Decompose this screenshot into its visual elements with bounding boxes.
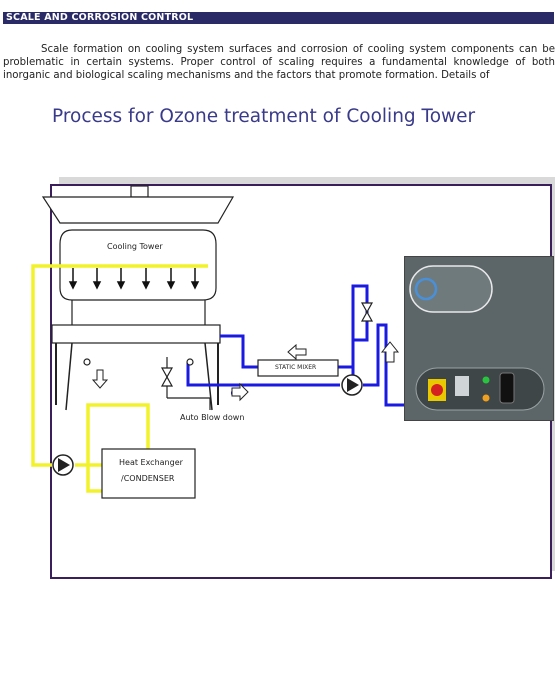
circulation-pump-icon [341, 374, 363, 396]
spray-arrows [68, 268, 200, 290]
alarm-lamp-icon [482, 394, 490, 402]
intro-text: Scale formation on cooling system surfac… [3, 43, 555, 82]
right-flow-arrow-icon [231, 382, 249, 402]
intro-paragraph: Scale formation on cooling system surfac… [3, 44, 555, 81]
auto-blow-down-label: Auto Blow down [180, 413, 245, 422]
tower-basin [51, 324, 221, 344]
tower-hood [41, 196, 235, 224]
heat-exchanger-label: Heat Exchanger [119, 458, 183, 467]
up-flow-arrow-icon [380, 341, 400, 363]
stop-button-icon [431, 384, 443, 396]
blow-down-valve-icon [160, 367, 174, 387]
diagram-title: Process for Ozone treatment of Cooling T… [52, 106, 476, 127]
mode-switch[interactable] [455, 376, 469, 396]
ozone-generator-details [409, 265, 545, 411]
cooling-tower [41, 185, 235, 411]
main-switch[interactable] [499, 372, 515, 404]
left-flow-arrow-icon [287, 343, 307, 361]
ozone-logo-icon [414, 277, 438, 301]
drain-nozzle-icon [83, 358, 91, 366]
static-mixer-label: STATIC MIXER [275, 364, 317, 371]
power-lamp-icon [482, 376, 490, 384]
section-header: SCALE AND CORROSION CONTROL [3, 12, 554, 24]
fan-motor [130, 185, 149, 198]
down-flow-arrow-icon [91, 369, 109, 389]
ozone-valve-icon [360, 302, 374, 322]
cooling-tower-label: Cooling Tower [107, 242, 163, 251]
condenser-water-loop [31, 264, 208, 493]
condenser-pump-icon [52, 454, 74, 476]
ozone-logo-plate [409, 265, 493, 313]
heat-exchanger [101, 448, 196, 499]
ozone-water-loop [186, 284, 404, 407]
condenser-label: /CONDENSER [121, 474, 175, 483]
static-mixer [257, 359, 339, 377]
drain-nozzle-icon [186, 358, 194, 366]
